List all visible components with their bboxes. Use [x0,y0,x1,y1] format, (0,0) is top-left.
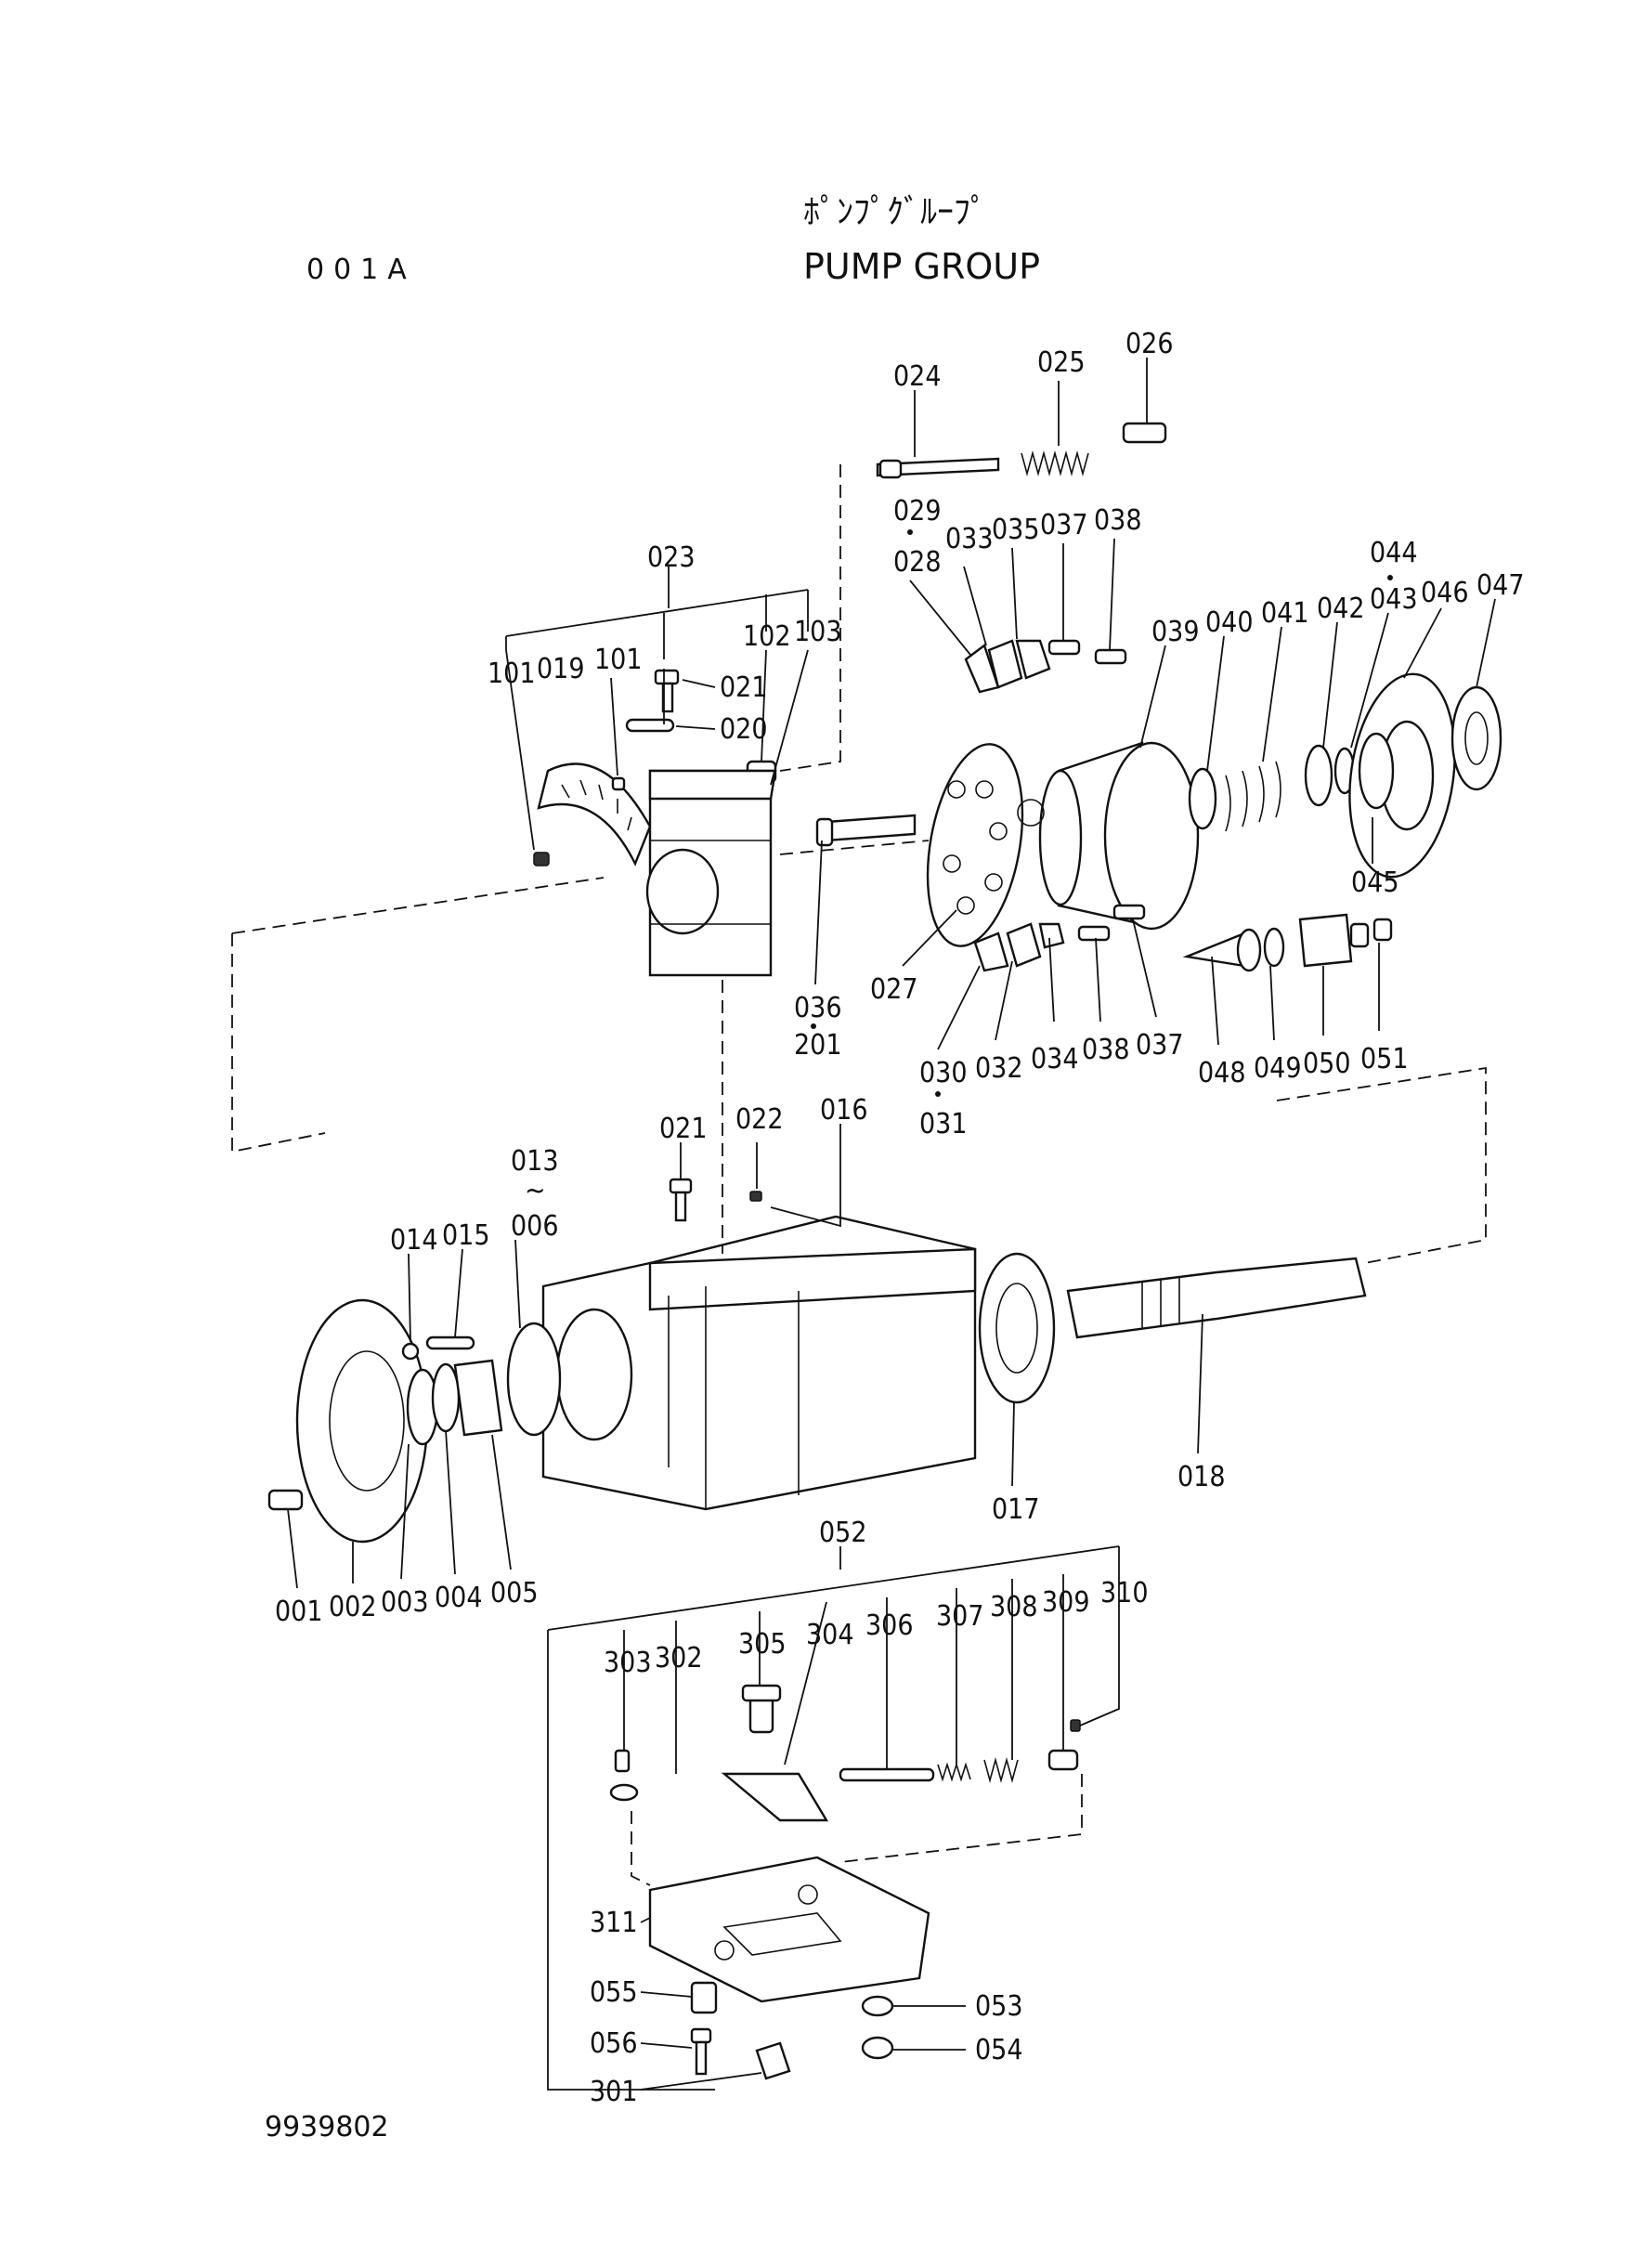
callout-034: 034 [1031,1043,1079,1075]
callout-103: 103 [794,616,842,648]
title-english: PUMP GROUP [803,246,1040,287]
callout-045: 045 [1351,866,1399,899]
callout-053: 053 [975,1990,1023,2023]
callout-029: 029 [893,495,942,528]
callout-036: 036 [794,992,842,1024]
callout-021-upper: 021 [720,671,768,704]
callout-046: 046 [1421,577,1469,609]
callout-311: 311 [590,1907,638,1939]
callout-044: 044 [1370,537,1418,569]
callout-028: 028 [893,546,942,579]
callout-310: 310 [1100,1577,1149,1609]
callout-003: 003 [381,1586,429,1619]
callout-024: 024 [893,360,942,393]
callout-303: 303 [604,1647,652,1679]
callout-022: 022 [735,1103,784,1136]
callout-054: 054 [975,2034,1023,2066]
callout-031: 031 [919,1108,968,1140]
callout-006: 006 [511,1210,559,1243]
callout-051: 051 [1360,1043,1409,1075]
callout-050: 050 [1303,1048,1351,1080]
callout-005: 005 [490,1577,539,1609]
callout-026: 026 [1125,328,1174,360]
callout-302: 302 [655,1642,703,1674]
callout-305: 305 [738,1628,787,1661]
callout-021-lower: 021 [659,1113,708,1145]
parts-artwork [267,422,1502,2080]
callout-047: 047 [1476,569,1525,602]
callout-304: 304 [806,1619,854,1651]
callout-023: 023 [647,541,696,574]
callout-018: 018 [1177,1461,1226,1493]
callout-201: 201 [794,1029,842,1062]
callout-033: 033 [945,523,994,555]
callout-101-right: 101 [594,644,643,676]
callout-308: 308 [990,1591,1038,1623]
callout-038-upper: 038 [1094,504,1142,537]
callout-002: 002 [329,1591,377,1623]
callout-014: 014 [390,1224,438,1257]
callout-049: 049 [1254,1052,1302,1085]
title-japanese: ﾎﾟﾝﾌﾟｸﾞﾙｰﾌﾟ [803,193,987,231]
callout-004: 004 [435,1582,483,1614]
callout-037-lower: 037 [1136,1029,1184,1062]
callout-017: 017 [992,1493,1040,1526]
dot-029-028 [907,529,913,535]
callout-101-left: 101 [488,658,536,690]
callout-052: 052 [819,1517,867,1549]
callout-020: 020 [720,713,768,746]
callout-056: 056 [590,2027,638,2060]
page-code: 001A [306,254,416,286]
callout-307: 307 [936,1600,984,1633]
callout-019: 019 [537,653,585,685]
callout-030: 030 [919,1057,968,1089]
callout-306: 306 [865,1609,914,1642]
callout-042: 042 [1317,593,1365,625]
callout-015: 015 [442,1219,490,1252]
dot-044-043 [1387,575,1393,580]
callout-043: 043 [1370,583,1418,616]
range-mark-013-006: ~ [525,1175,546,1207]
callout-025: 025 [1037,346,1086,379]
callout-055: 055 [590,1976,638,2009]
callout-040: 040 [1205,606,1254,639]
callout-013: 013 [511,1145,559,1178]
callout-032: 032 [975,1052,1023,1085]
callout-037-upper: 037 [1040,509,1088,541]
callout-048: 048 [1198,1057,1246,1089]
callout-309: 309 [1042,1586,1090,1619]
callout-102: 102 [743,620,791,653]
callout-016: 016 [820,1094,868,1127]
drawing-number: 9939802 [265,2111,389,2143]
callout-038-lower: 038 [1082,1034,1130,1066]
dot-036-201 [811,1023,816,1029]
callout-027: 027 [870,973,918,1006]
callout-301: 301 [590,2076,638,2108]
dot-030-031 [935,1091,941,1097]
leader-lines [231,358,1496,2091]
callout-035: 035 [992,514,1040,546]
callout-labels: 001 002 003 004 005 006 013 014 015 016 … [275,328,1525,2108]
callout-039: 039 [1151,616,1200,648]
callout-041: 041 [1261,597,1309,630]
callout-001: 001 [275,1596,323,1628]
